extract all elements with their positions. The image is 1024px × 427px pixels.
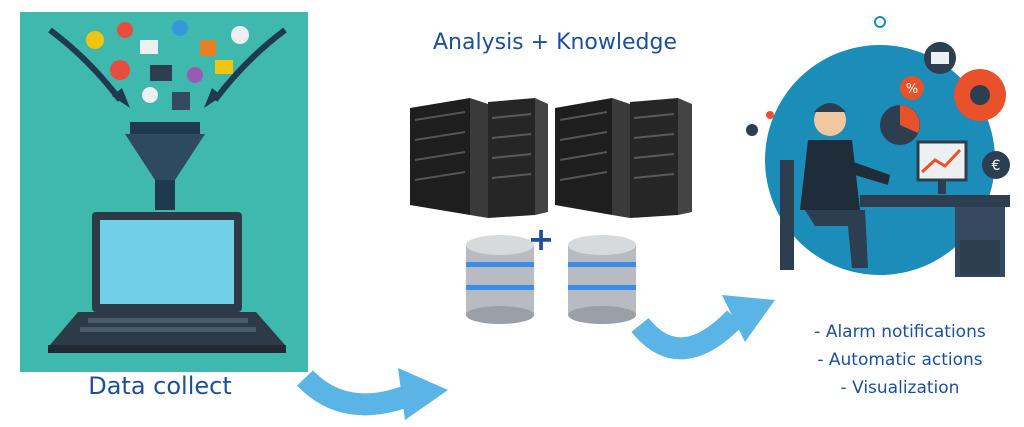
funnel-icon: [125, 122, 205, 210]
server-rack-icon: [410, 98, 488, 218]
businessman-icon: [780, 103, 890, 270]
left-inflow-arrow: [48, 27, 123, 102]
laptop-screen: [100, 220, 234, 304]
outputs-list: - Alarm notifications - Automatic action…: [780, 318, 1020, 402]
gear-icon: [954, 69, 1006, 121]
server-rack-icon: [630, 98, 692, 218]
laptop-icon: [48, 212, 286, 353]
flow-arrow-1: [297, 368, 448, 420]
flow-arrow-2: [631, 295, 775, 360]
svg-text:€: €: [992, 158, 1001, 174]
desk: [860, 195, 1010, 207]
data-collect-illustration: [20, 12, 308, 372]
left-inflow-arrowhead: [112, 88, 130, 108]
operator-illustration: % €: [746, 16, 1010, 277]
right-inflow-arrow: [212, 27, 287, 102]
output-item-actions: - Automatic actions: [817, 350, 983, 370]
server-rack-icon: [488, 98, 548, 218]
output-item-alarm: - Alarm notifications: [814, 322, 986, 342]
plus-sign: +: [528, 220, 555, 258]
pie-chart-icon: [880, 105, 920, 145]
server-rack-icon: [555, 98, 630, 218]
analysis-knowledge-label: Analysis + Knowledge: [433, 30, 677, 55]
envelope-icon: [924, 42, 956, 74]
office-chair: [780, 160, 794, 270]
database-icon: [466, 235, 534, 324]
media-icons-cloud: [86, 20, 249, 110]
database-icon: [568, 235, 636, 324]
svg-text:%: %: [906, 82, 918, 97]
euro-icon: €: [982, 151, 1010, 179]
monitor-icon: [916, 140, 968, 194]
briefcase-icon: [960, 240, 1000, 275]
percent-icon: %: [900, 76, 924, 100]
output-item-visualization: - Visualization: [840, 378, 960, 398]
server-cluster: [410, 98, 692, 218]
data-collect-label: Data collect: [88, 372, 232, 400]
right-inflow-arrowhead: [204, 88, 222, 108]
